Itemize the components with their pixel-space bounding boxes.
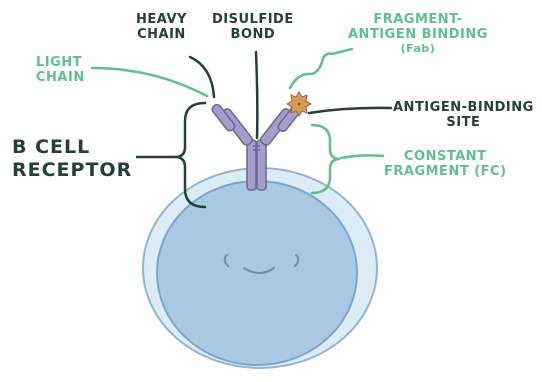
heavy-chain-pointer	[190, 57, 214, 97]
fab-bracket	[290, 49, 352, 88]
fc-pointer	[341, 155, 383, 158]
antigen	[287, 92, 311, 116]
site-pointer	[309, 108, 391, 113]
disulfide-pointer	[256, 52, 257, 138]
fc-stem-right	[257, 140, 266, 190]
fab-label: FRAGMENT-ANTIGEN BINDING (Fab)	[348, 13, 488, 56]
light-chain-pointer	[92, 68, 207, 96]
fc-stem-left	[247, 140, 256, 190]
